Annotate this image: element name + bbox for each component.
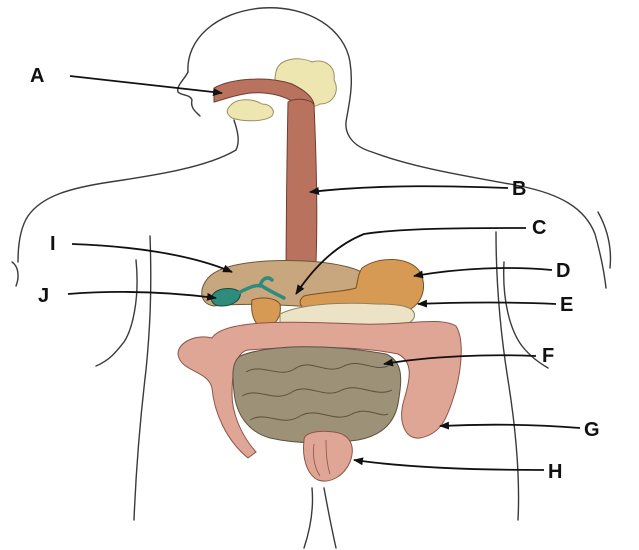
pointer-line-j [68, 292, 216, 298]
label-d: D [556, 260, 570, 282]
salivary-gland-lower [227, 100, 273, 121]
label-e: E [560, 294, 573, 316]
label-b: B [512, 178, 526, 200]
label-f: F [542, 345, 554, 367]
label-g: G [584, 419, 600, 441]
label-a: A [30, 65, 44, 87]
label-j: J [38, 285, 49, 307]
label-c: C [532, 217, 546, 239]
pointer-line-d [414, 268, 552, 276]
label-i: I [50, 233, 56, 255]
appendix-organ [304, 431, 353, 481]
pointer-line-a [70, 76, 222, 93]
pointer-line-e [418, 303, 556, 305]
small-intestine [233, 347, 401, 443]
pointer-line-b [310, 186, 508, 192]
pointer-line-i [72, 244, 232, 272]
pointer-line-g [440, 425, 580, 428]
pointer-line-h [354, 460, 544, 470]
digestive-organs [178, 59, 461, 481]
label-h: H [548, 461, 562, 483]
